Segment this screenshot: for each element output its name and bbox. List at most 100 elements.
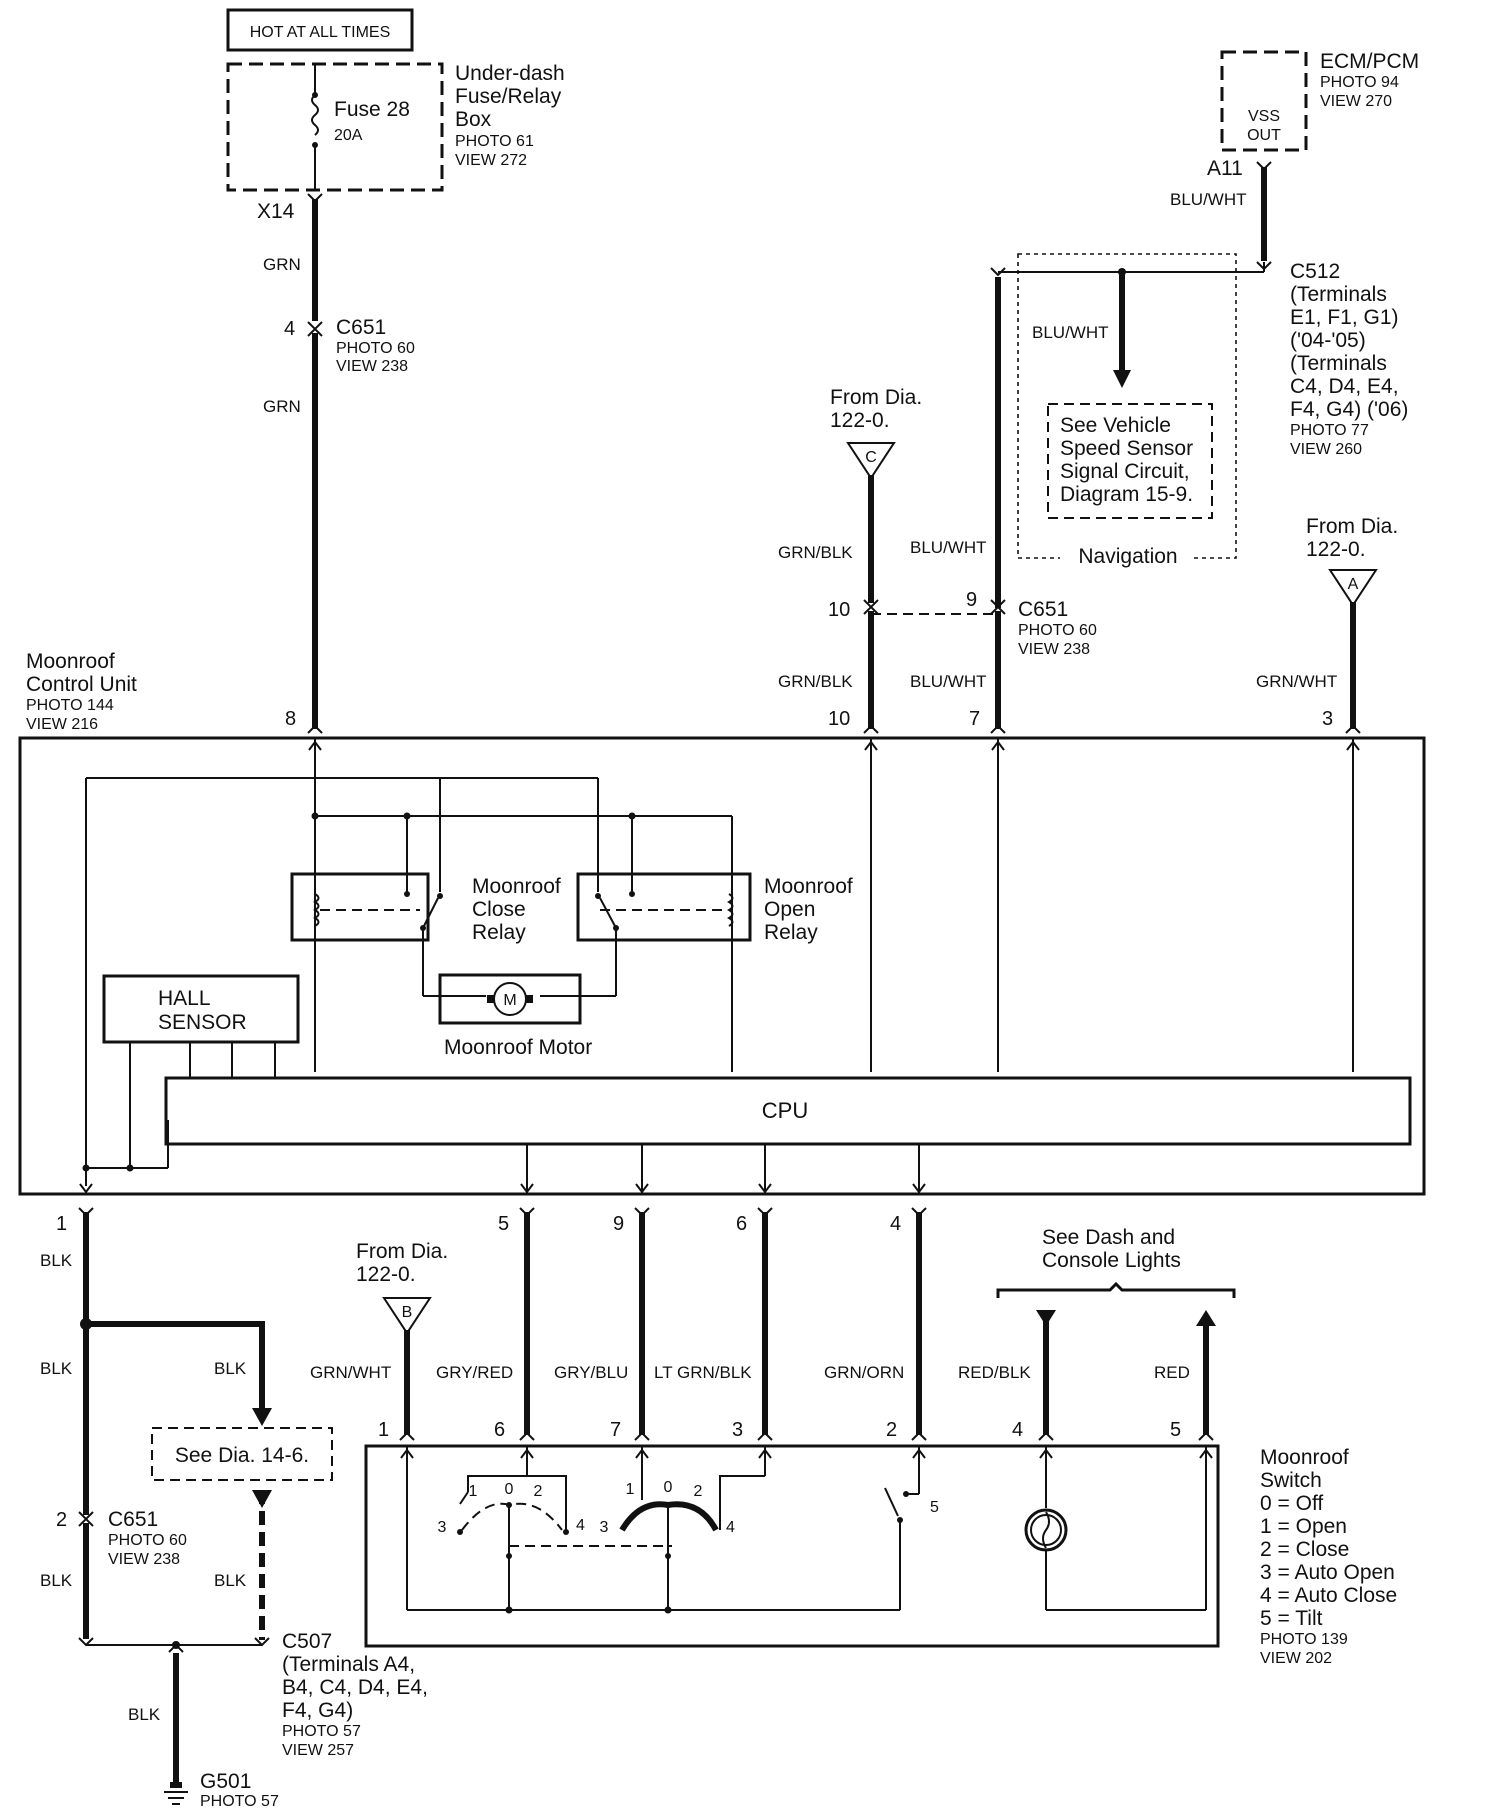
from-dia-b-triangle-icon [382, 1297, 432, 1335]
ecm-pin: A11 [1207, 157, 1243, 180]
from-dia-a-triangle-icon [1328, 569, 1378, 607]
hall-sensor-line-1: HALL [158, 987, 211, 1010]
right-pos-2: 2 [694, 1483, 703, 1500]
nav-see-4: Diagram 15-9. [1060, 483, 1193, 506]
c512-view: VIEW 260 [1290, 441, 1362, 458]
wire-label-grn-upper: GRN [263, 255, 301, 274]
c512-line-2: (Terminals [1290, 283, 1387, 306]
c507-line-4: F4, G4) [282, 1699, 353, 1722]
c651-mid-view: VIEW 238 [1018, 641, 1090, 658]
switch-legend-3: 3 = Auto Open [1260, 1561, 1395, 1584]
left-pos-2: 2 [534, 1483, 543, 1500]
c651-lower-name: C651 [108, 1508, 158, 1531]
close-relay-title-2: Close [472, 898, 526, 921]
moonroof-motor [438, 973, 582, 1025]
c507-photo: PHOTO 57 [282, 1723, 361, 1740]
ground-icon [164, 1782, 188, 1805]
connector-x14: X14 [257, 200, 295, 223]
from-dia-c-line-2: 122-0. [830, 409, 890, 432]
switch-legend-5: 5 = Tilt [1260, 1607, 1323, 1630]
fuse-rating: 20A [334, 127, 363, 144]
blk-label-1: BLK [40, 1251, 73, 1270]
c507-line-3: B4, C4, D4, E4, [282, 1676, 428, 1699]
navigation-label: Navigation [1078, 545, 1177, 568]
moonroof-open-relay [576, 872, 752, 942]
ecm-wire-label: BLU/WHT [1170, 190, 1247, 209]
lower-wiring: BLK BLK BLK See Dia. 14-6. 2 C651 PHOTO … [40, 1207, 1236, 1810]
fuse-name: Fuse 28 [334, 98, 410, 121]
blu-wht-bottom-label: BLU/WHT [910, 672, 987, 691]
c512-line-6: C4, D4, E4, [1290, 375, 1399, 398]
c651-mid-name: C651 [1018, 598, 1068, 621]
switch-pin-7: 7 [610, 1419, 621, 1441]
dash-lights-line-1: See Dash and [1042, 1226, 1175, 1249]
switch-pin-3: 3 [732, 1419, 743, 1441]
wire-grn-fuse-to-unit: GRN 4 C651 PHOTO 60 VIEW 238 GRN [263, 193, 415, 729]
switch-legend-1: 1 = Open [1260, 1515, 1347, 1538]
motor-symbol: M [503, 992, 516, 1009]
right-pos-4: 4 [726, 1519, 735, 1536]
from-dia-a-line-2: 122-0. [1306, 538, 1366, 561]
c651-upper-name: C651 [336, 316, 386, 339]
under-dash-fuse-box: Under-dash Fuse/Relay Box PHOTO 61 VIEW … [226, 62, 565, 223]
c512-photo: PHOTO 77 [1290, 422, 1369, 439]
cpu [164, 1076, 1412, 1146]
open-relay-title-2: Open [764, 898, 815, 921]
nav-arrow-icon [1113, 370, 1131, 388]
hall-sensor [102, 974, 300, 1044]
unit-top-pin-10: 10 [828, 708, 850, 730]
grn-wht-upper-label: GRN/WHT [1256, 672, 1337, 691]
c512-line-5: (Terminals [1290, 352, 1387, 375]
fusebox-view: VIEW 272 [455, 152, 527, 169]
from-dia-a-letter: A [1348, 576, 1359, 593]
c651-upper-pin: 4 [284, 318, 295, 340]
moonroof-close-relay [290, 872, 430, 942]
from-dia-b-line-1: From Dia. [356, 1240, 448, 1263]
c651-mid: 10 9 C651 PHOTO 60 VIEW 238 BLU/WHT BLU/… [828, 538, 1097, 729]
open-relay-contact-icon [599, 897, 617, 929]
unit-bottom-pin-5: 5 [498, 1213, 509, 1235]
blk-branch-label: BLK [214, 1359, 247, 1378]
lt-grn-blk-label: LT GRN/BLK [654, 1363, 752, 1382]
switch-photo: PHOTO 139 [1260, 1631, 1348, 1648]
cpu-label: CPU [762, 1098, 808, 1123]
switch-right-arc-open-icon [619, 1501, 669, 1532]
switch-legend-0: 0 = Off [1260, 1492, 1323, 1515]
blk-label-4: BLK [214, 1571, 247, 1590]
unit-bottom-pin-9: 9 [613, 1213, 624, 1235]
red-label: RED [1154, 1363, 1190, 1382]
from-dia-b-line-2: 122-0. [356, 1263, 416, 1286]
from-dia-a: From Dia. 122-0. A GRN/WHT [1256, 515, 1398, 729]
c651-mid-pin-left: 10 [828, 599, 850, 621]
control-unit-title-2: Control Unit [26, 673, 137, 696]
blk-label-2: BLK [40, 1359, 73, 1378]
ecm-photo: PHOTO 94 [1320, 74, 1399, 91]
switch-pin-5: 5 [1170, 1419, 1181, 1441]
right-pos-3: 3 [600, 1519, 609, 1536]
switch-pin-2: 2 [886, 1419, 897, 1441]
tilt-pos-5: 5 [930, 1499, 939, 1516]
c651-mid-pin-right: 9 [966, 589, 977, 611]
tilt-contact-icon [884, 1487, 899, 1517]
from-dia-b-letter: B [402, 1304, 413, 1321]
vss-label-1: VSS [1248, 108, 1280, 125]
hall-sensor-line-2: SENSOR [158, 1011, 247, 1034]
switch-pin-1: 1 [378, 1419, 389, 1441]
grn-orn-label: GRN/ORN [824, 1363, 904, 1382]
ground-name: G501 [200, 1770, 251, 1793]
grn-wht-lower-label: GRN/WHT [310, 1363, 391, 1382]
switch-title-1: Moonroof [1260, 1446, 1349, 1469]
switch-legend-2: 2 = Close [1260, 1538, 1349, 1561]
c651-upper-photo: PHOTO 60 [336, 340, 415, 357]
open-relay-coil-icon [726, 893, 734, 927]
from-dia-a-line-1: From Dia. [1306, 515, 1398, 538]
blu-wht-top-label: BLU/WHT [910, 538, 987, 557]
ecm-view: VIEW 270 [1320, 93, 1392, 110]
c651-lower-photo: PHOTO 60 [108, 1532, 187, 1549]
fusebox-photo: PHOTO 61 [455, 133, 534, 150]
switch-view: VIEW 202 [1260, 1650, 1332, 1667]
grn-blk-top-label: GRN/BLK [778, 543, 853, 562]
vss-label-2: OUT [1247, 127, 1281, 144]
ecm-title: ECM/PCM [1320, 50, 1419, 73]
